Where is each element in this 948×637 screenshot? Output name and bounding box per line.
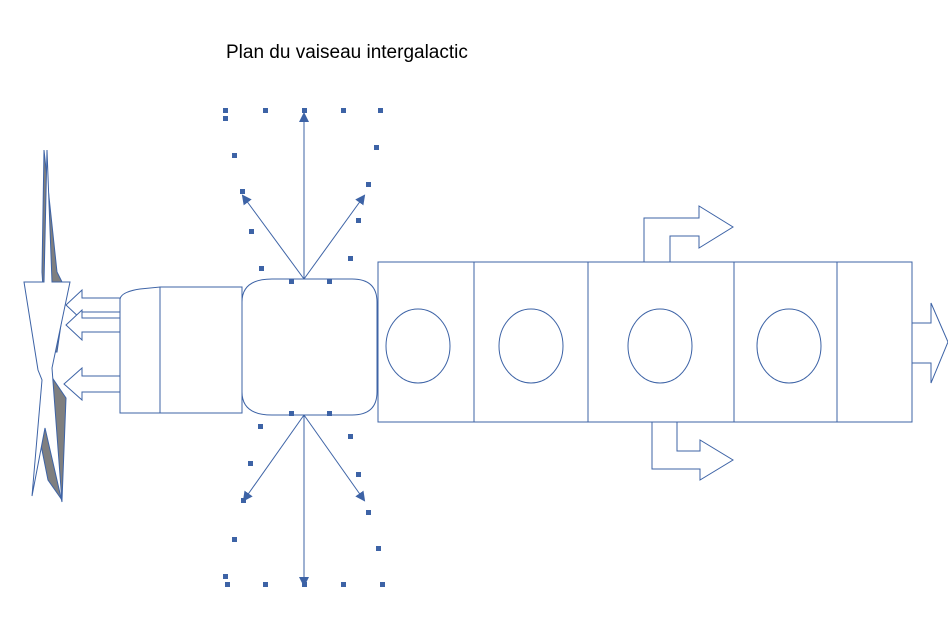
hub [241,278,378,416]
left-fin [23,149,71,503]
exhaust-arrow-lower [63,366,121,402]
diagram-title: Plan du vaiseau intergalactic [226,42,468,63]
exhaust-arrow-middle [65,308,121,342]
exit-arrow-bottom [651,421,734,481]
modules [377,261,913,423]
module-3 [587,261,735,423]
porthole-1 [385,308,451,384]
ray-down-left [242,414,305,502]
porthole-3 [627,308,693,384]
exhaust-arrows [63,288,121,402]
dotted-field-upper [223,108,383,284]
rear-thrust-arrow [911,302,948,384]
fin-outline [23,149,71,503]
exit-arrow-top [643,205,734,263]
portholes [385,308,822,384]
porthole-2 [498,308,564,384]
ray-down-right [303,414,366,502]
ray-up-left [241,194,305,280]
engine-nozzle [119,286,161,414]
porthole-4 [756,308,822,384]
ray-arrows [241,112,366,587]
exhaust-arrow-upper [65,288,121,322]
ray-up-right [303,194,366,280]
module-1 [377,261,475,423]
module-5 [836,261,913,423]
engine-block [159,286,243,414]
module-4 [733,261,838,423]
module-2 [473,261,589,423]
